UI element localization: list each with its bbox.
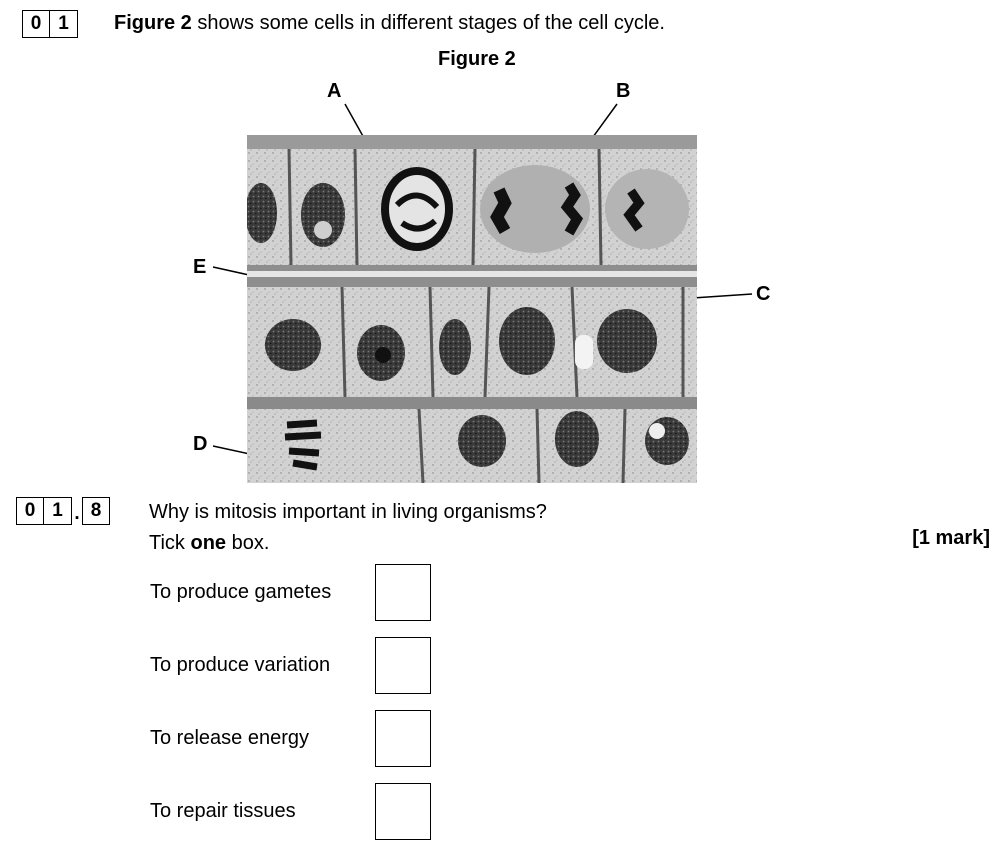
- cell-d-chromosomes: [284, 419, 322, 471]
- cell-wall-row-divider-2: [247, 397, 697, 409]
- instruction-emphasis: one: [190, 532, 227, 554]
- nucleus-cell: [265, 319, 321, 371]
- cell-b-spindle: [480, 165, 590, 253]
- option-label: To produce gametes: [150, 581, 332, 603]
- instruction-prefix: Tick: [149, 532, 191, 554]
- subquestion-text: Why is mitosis important in living organ…: [149, 501, 547, 523]
- instruction-suffix: box.: [226, 532, 270, 554]
- subquestion-number: 0 1 . 8: [16, 497, 110, 525]
- cell-a-nucleus: [381, 167, 453, 251]
- figure-label-e: E: [193, 256, 207, 278]
- nucleus-cell: [301, 183, 345, 247]
- cell-chromosomes: [623, 188, 645, 232]
- cell-micrograph: [247, 135, 697, 483]
- cell-spindle: [605, 169, 689, 249]
- cell-c-nucleus: [597, 309, 657, 373]
- figure-label-b: B: [616, 80, 631, 102]
- nucleus-cell: [555, 411, 599, 467]
- cell-a-chromosomes: [394, 192, 440, 232]
- nucleus-cell: [499, 307, 555, 375]
- cell-wall-row-divider-light: [247, 271, 697, 277]
- question-number-digit: 1: [50, 10, 78, 38]
- option-label: To produce variation: [150, 654, 331, 676]
- nucleus-cell: [439, 319, 471, 375]
- cell-wall-row-top: [247, 135, 697, 149]
- option-label: To release energy: [150, 727, 309, 749]
- option-checkbox[interactable]: [375, 710, 431, 767]
- subquestion-number-digit: 1: [44, 497, 72, 525]
- vacuole: [649, 423, 665, 439]
- nucleus-cell: [247, 183, 277, 243]
- cell-c-vacuole: [575, 335, 593, 369]
- cell-walls-row-2: [340, 286, 685, 398]
- intro-text: shows some cells in different stages of …: [191, 12, 665, 34]
- subquestion-separator: .: [74, 503, 80, 524]
- subquestion-number-digit: 8: [82, 497, 110, 525]
- question-number-digit: 0: [22, 10, 50, 38]
- option-checkbox[interactable]: [375, 637, 431, 694]
- mark-allocation: [1 mark]: [912, 527, 990, 549]
- option-label: To repair tissues: [150, 800, 296, 822]
- subquestion-number-digit: 0: [16, 497, 44, 525]
- figure-title: Figure 2: [438, 48, 516, 70]
- question-intro: Figure 2 shows some cells in different s…: [114, 12, 665, 35]
- nucleolus: [375, 347, 391, 363]
- option-checkbox[interactable]: [375, 564, 431, 621]
- question-number: 0 1: [22, 10, 78, 38]
- cell-walls-row-3: [417, 408, 627, 483]
- figure-label-d: D: [193, 433, 208, 455]
- cell-walls-row-1: [287, 148, 603, 266]
- chromosome-cluster: [490, 187, 512, 234]
- tick-instruction: Tick one box.: [149, 532, 269, 555]
- nucleus-cell: [645, 417, 689, 465]
- figure-reference: Figure 2: [114, 12, 192, 34]
- nucleus-cell: [458, 415, 506, 467]
- figure-label-a: A: [327, 80, 342, 102]
- option-checkbox[interactable]: [375, 783, 431, 840]
- cell-b-chromosomes: [560, 182, 584, 236]
- nucleolus: [314, 221, 332, 239]
- figure-label-c: C: [756, 283, 771, 305]
